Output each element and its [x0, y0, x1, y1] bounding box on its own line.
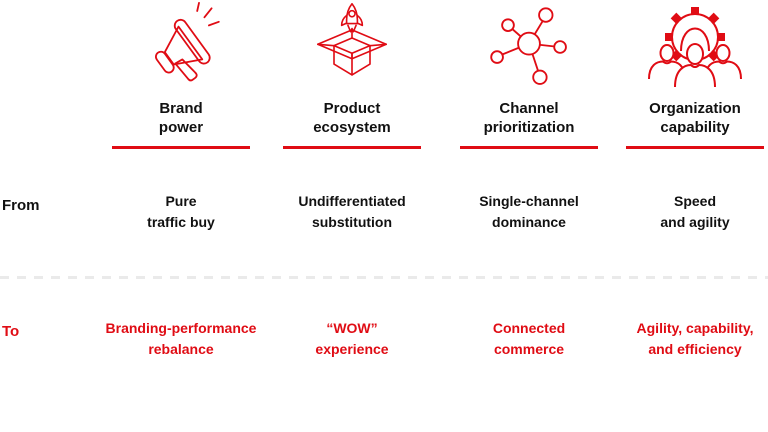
to-value: Agility, capability, and efficiency	[600, 318, 768, 360]
column-organization-capability: Organization capability Speed and agilit…	[610, 0, 768, 432]
to-line-2: experience	[315, 341, 389, 357]
from-value: Single-channel dominance	[434, 191, 624, 233]
gear-team-icon	[610, 0, 768, 94]
title-underline	[112, 146, 250, 149]
column-title: Organization capability	[610, 99, 768, 137]
from-value: Undifferentiated substitution	[257, 191, 447, 233]
from-line-2: substitution	[311, 214, 393, 230]
title-line-2: capability	[660, 119, 730, 136]
title-line-1: Organization	[649, 100, 741, 117]
column-title: Product ecosystem	[267, 99, 437, 137]
network-icon	[444, 0, 614, 94]
title-line-2: ecosystem	[313, 119, 391, 136]
from-line-1: Pure	[165, 193, 197, 209]
from-line-2: and agility	[660, 214, 730, 230]
column-brand-power: Brand power Pure traffic buy Branding-pe…	[96, 0, 266, 432]
to-value: “WOW” experience	[257, 318, 447, 360]
to-line-2: rebalance	[148, 341, 214, 357]
to-line-2: commerce	[493, 341, 565, 357]
title-line-1: Product	[323, 100, 381, 117]
to-value: Connected commerce	[434, 318, 624, 360]
title-line-1: Brand	[159, 100, 203, 117]
from-line-1: Single-channel	[479, 193, 579, 209]
from-value: Speed and agility	[600, 191, 768, 233]
title-underline	[283, 146, 421, 149]
from-line-2: traffic buy	[147, 214, 215, 230]
column-product-ecosystem: Product ecosystem Undifferentiated subst…	[267, 0, 437, 432]
from-row-label: From	[2, 197, 40, 214]
to-row-label: To	[2, 323, 20, 340]
column-channel-prioritization: Channel prioritization Single-channel do…	[444, 0, 614, 432]
from-line-1: Undifferentiated	[298, 193, 406, 209]
to-value: Branding-performance rebalance	[86, 318, 276, 360]
to-line-1: Branding-performance	[105, 320, 257, 336]
title-line-2: prioritization	[483, 119, 575, 136]
to-line-1: Connected	[492, 320, 566, 336]
title-underline	[460, 146, 598, 149]
column-title: Brand power	[96, 99, 266, 137]
from-line-2: dominance	[492, 214, 566, 230]
title-underline	[626, 146, 764, 149]
title-line-2: power	[158, 119, 204, 136]
dashed-divider	[0, 276, 768, 279]
megaphone-icon	[96, 0, 266, 94]
column-title: Channel prioritization	[444, 99, 614, 137]
rocket-box-icon	[267, 0, 437, 94]
to-line-2: and efficiency	[648, 341, 742, 357]
title-line-1: Channel	[499, 100, 559, 117]
from-line-1: Speed	[673, 193, 716, 209]
to-line-1: “WOW”	[326, 320, 378, 336]
from-value: Pure traffic buy	[86, 191, 276, 233]
to-line-1: Agility, capability,	[636, 320, 754, 336]
